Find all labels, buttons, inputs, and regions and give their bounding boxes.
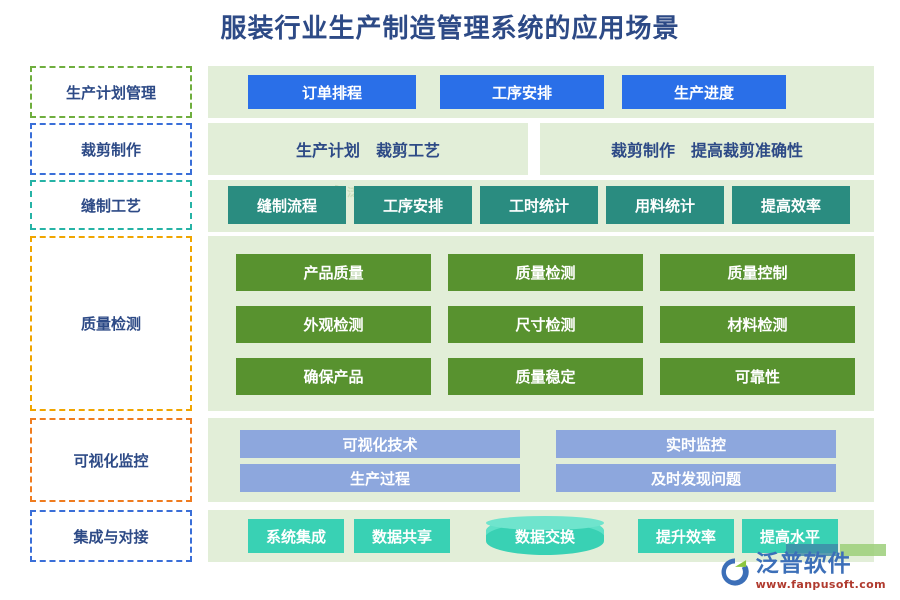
row-panel-quality-inspection: 产品质量 质量检测 质量控制 外观检测 尺寸检测 材料检测 确保产品 质量稳定 … — [208, 236, 874, 411]
chip-work-hour-stats[interactable]: 工时统计 — [480, 186, 598, 224]
row-label-text: 裁剪制作 — [80, 140, 141, 159]
row-label-text: 生产计划管理 — [65, 83, 156, 102]
chip-material-stats[interactable]: 用料统计 — [606, 186, 724, 224]
page-title: 服装行业生产制造管理系统的应用场景 — [220, 14, 680, 44]
row-label-production-plan[interactable]: 生产计划管理 — [30, 66, 192, 118]
chip-product-quality[interactable]: 产品质量 — [236, 254, 431, 291]
row-production-plan: 生产计划管理 订单排程 工序安排 生产进度 — [0, 66, 900, 122]
chip-material-inspection[interactable]: 材料检测 — [660, 306, 855, 343]
chip-timely-issue-detection[interactable]: 及时发现问题 — [556, 464, 836, 492]
chip-improve-efficiency[interactable]: 提高效率 — [732, 186, 850, 224]
row-quality-inspection: 质量检测 产品质量 质量检测 质量控制 外观检测 尺寸检测 材料检测 确保产品 … — [0, 236, 900, 414]
logo-name: 泛普软件 — [755, 551, 852, 577]
chip-process-arrangement-2[interactable]: 工序安排 — [354, 186, 472, 224]
row-cutting: 裁剪制作 生产计划 裁剪工艺 裁剪制作 提高裁剪准确性 — [0, 123, 900, 179]
chip-quality-control[interactable]: 质量控制 — [660, 254, 855, 291]
chip-process-arrangement[interactable]: 工序安排 — [440, 75, 604, 109]
chip-reliability[interactable]: 可靠性 — [660, 358, 855, 395]
logo-url: www.fanpusoft.com — [755, 578, 886, 591]
chip-data-exchange-label: 数据交换 — [514, 527, 575, 546]
chip-production-process[interactable]: 生产过程 — [240, 464, 520, 492]
logo-swatch-blue — [786, 544, 838, 556]
row-panel-cutting-right: 裁剪制作 提高裁剪准确性 — [540, 123, 874, 175]
brand-logo: 泛普软件 www.fanpusoft.com — [718, 553, 886, 590]
row-panel-integration: 系统集成 数据共享 数据交换 提升效率 提高水平 — [208, 510, 874, 562]
cylinder-top — [486, 516, 604, 530]
chip-quality-stability[interactable]: 质量稳定 — [448, 358, 643, 395]
chip-data-sharing[interactable]: 数据共享 — [354, 519, 450, 553]
row-label-text: 可视化监控 — [73, 451, 149, 470]
row-label-text: 质量检测 — [80, 315, 141, 333]
chip-realtime-monitoring[interactable]: 实时监控 — [556, 430, 836, 458]
row-label-cutting[interactable]: 裁剪制作 — [30, 123, 192, 175]
chip-ensure-product[interactable]: 确保产品 — [236, 358, 431, 395]
row-panel-cutting-left: 生产计划 裁剪工艺 — [208, 123, 528, 175]
row-label-sewing[interactable]: 缝制工艺 — [30, 180, 192, 230]
chip-sewing-flow[interactable]: 缝制流程 — [228, 186, 346, 224]
chip-production-progress[interactable]: 生产进度 — [622, 75, 786, 109]
row-label-integration[interactable]: 集成与对接 — [30, 510, 192, 562]
row-label-visual-monitoring[interactable]: 可视化监控 — [30, 418, 192, 502]
row-panel-production-plan: 订单排程 工序安排 生产进度 — [208, 66, 874, 118]
chip-system-integration[interactable]: 系统集成 — [248, 519, 344, 553]
logo-text-block: 泛普软件 www.fanpusoft.com — [755, 551, 886, 591]
chip-dimension-inspection[interactable]: 尺寸检测 — [448, 306, 643, 343]
chip-data-exchange[interactable]: 数据交换 — [486, 516, 604, 555]
logo-swatch-green — [840, 544, 886, 556]
row-panel-visual-monitoring: 可视化技术 实时监控 生产过程 及时发现问题 — [208, 418, 874, 502]
chip-cut-accuracy[interactable]: 裁剪制作 提高裁剪准确性 — [610, 141, 803, 160]
chip-boost-efficiency[interactable]: 提升效率 — [638, 519, 734, 553]
chip-quality-detection[interactable]: 质量检测 — [448, 254, 643, 291]
row-integration: 集成与对接 系统集成 数据共享 数据交换 提升效率 提高水平 — [0, 510, 900, 566]
chip-appearance-inspection[interactable]: 外观检测 — [236, 306, 431, 343]
chip-visualization-tech[interactable]: 可视化技术 — [240, 430, 520, 458]
row-visual-monitoring: 可视化监控 可视化技术 实时监控 生产过程 及时发现问题 — [0, 418, 900, 506]
row-label-text: 集成与对接 — [73, 527, 149, 546]
row-sewing: 缝制工艺 泛普软件 缝制流程 工序安排 工时统计 用料统计 提高效率 — [0, 180, 900, 235]
row-label-quality-inspection[interactable]: 质量检测 — [30, 236, 192, 411]
chip-order-scheduling[interactable]: 订单排程 — [248, 75, 416, 109]
row-label-text: 缝制工艺 — [80, 196, 141, 215]
chip-plan-cut-craft[interactable]: 生产计划 裁剪工艺 — [295, 141, 440, 160]
fanpu-logo-icon — [721, 557, 749, 586]
chip-raise-level[interactable]: 提高水平 — [742, 519, 838, 553]
row-panel-sewing: 泛普软件 缝制流程 工序安排 工时统计 用料统计 提高效率 — [208, 180, 874, 232]
